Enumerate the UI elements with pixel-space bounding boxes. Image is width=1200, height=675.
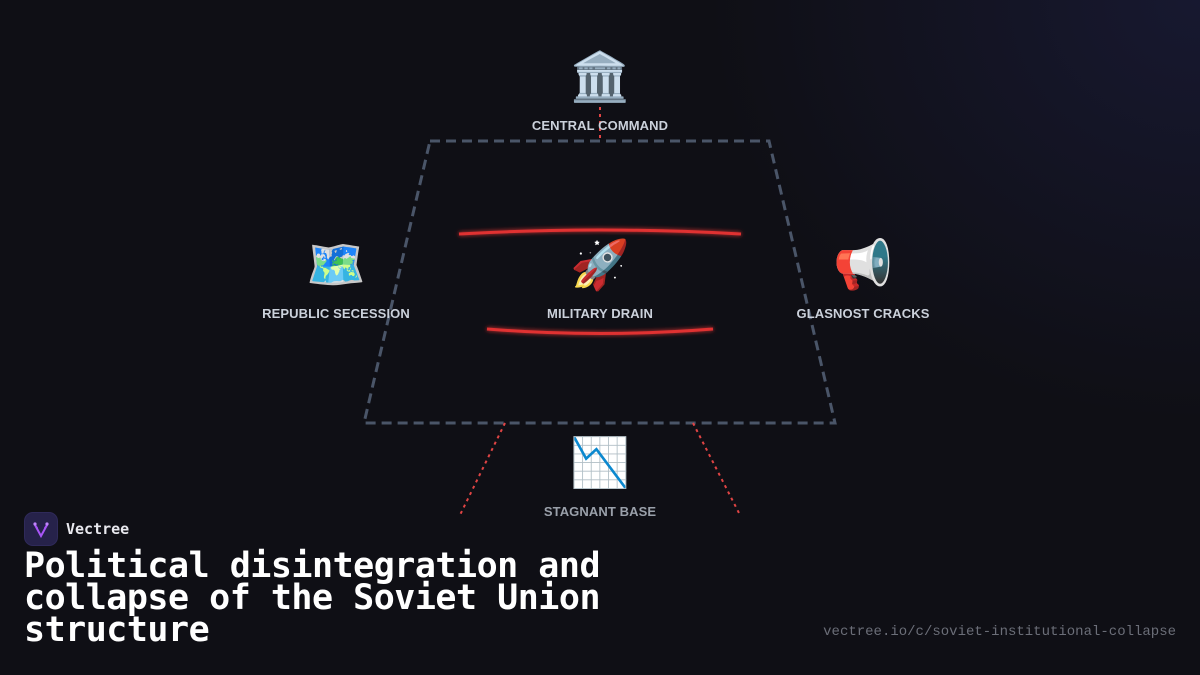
node-label: STAGNANT BASE — [543, 504, 657, 519]
node-military-drain[interactable]: 🚀 MILITARY DRAIN — [547, 238, 653, 321]
node-stagnant-base[interactable]: 📉 STAGNANT BASE — [544, 436, 656, 519]
vectree-logo-icon — [24, 512, 58, 546]
world-map-icon: 🗺️ — [306, 239, 366, 292]
node-label: GLASNOST CRACKS — [796, 306, 930, 321]
structure-frame — [362, 139, 837, 425]
node-central-command[interactable]: 🏛️ CENTRAL COMMAND — [532, 50, 668, 133]
node-glasnost-cracks[interactable]: 📢 GLASNOST CRACKS — [797, 238, 930, 321]
node-label: MILITARY DRAIN — [547, 306, 653, 321]
chart-decreasing-icon: 📉 — [570, 437, 630, 490]
brand: Vectree — [24, 512, 129, 546]
connector-bottom-left — [459, 422, 506, 516]
page-title: Political disintegration and collapse of… — [24, 546, 601, 650]
brand-name: Vectree — [66, 520, 130, 538]
megaphone-icon: 📢 — [833, 239, 893, 292]
fracture-line-lower — [486, 327, 714, 335]
node-label: REPUBLIC SECESSION — [262, 306, 410, 321]
classical-building-icon: 🏛️ — [570, 51, 630, 104]
node-republic-secession[interactable]: 🗺️ REPUBLIC SECESSION — [262, 238, 410, 321]
fracture-line-upper — [458, 228, 742, 236]
node-label: CENTRAL COMMAND — [531, 118, 669, 133]
rocket-icon: 🚀 — [570, 239, 630, 292]
source-url[interactable]: vectree.io/c/soviet-institutional-collap… — [823, 624, 1176, 640]
connector-bottom-right — [692, 422, 741, 516]
